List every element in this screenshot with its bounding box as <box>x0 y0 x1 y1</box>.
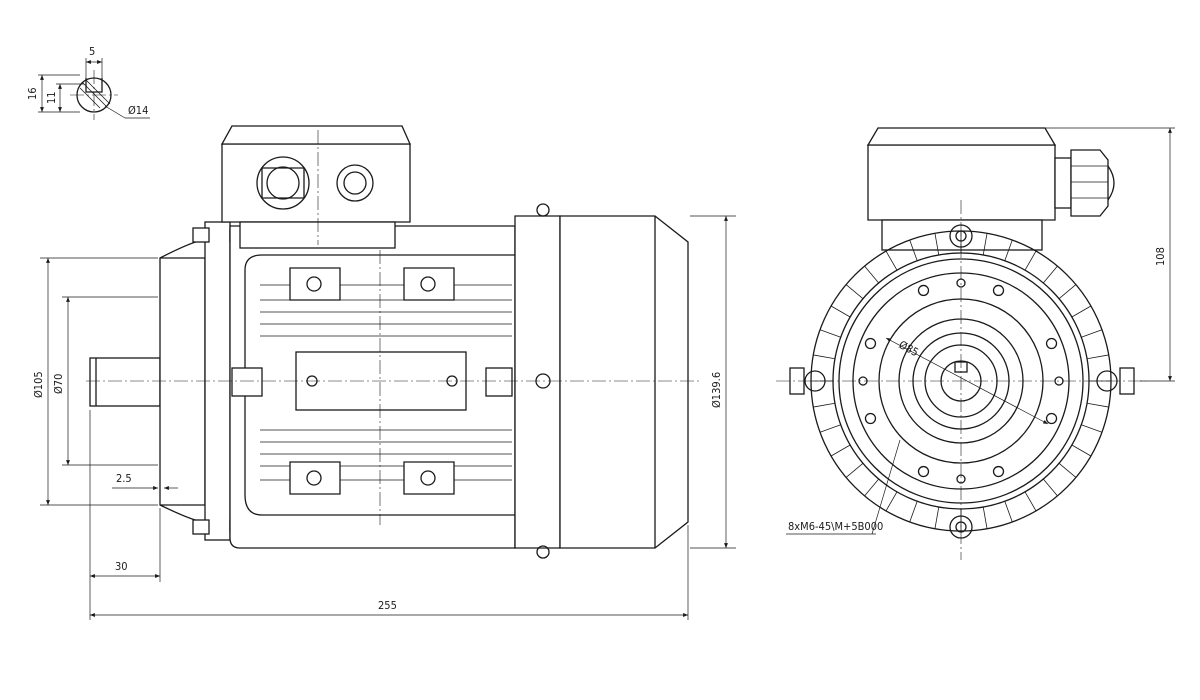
key-depth-label: 11 <box>45 91 58 104</box>
cooling-fin <box>934 233 940 256</box>
cooling-fin <box>864 265 880 284</box>
shaft-key-detail <box>38 58 150 120</box>
cooling-fin <box>1058 462 1077 478</box>
cooling-fin <box>1081 329 1103 338</box>
side-view-dimensions <box>40 215 736 620</box>
cooling-fin <box>845 462 864 478</box>
cooling-fin <box>1086 354 1109 360</box>
flange-diameter-label: Ø105 <box>32 371 45 398</box>
cooling-fin <box>813 354 836 360</box>
spigot-diameter-label: Ø70 <box>52 374 65 394</box>
motor-side-view <box>86 125 700 559</box>
cooling-fin <box>982 506 988 529</box>
bolt-hole <box>917 465 930 478</box>
overall-length-label: 255 <box>378 599 397 612</box>
cooling-fin <box>934 506 940 529</box>
spigot-depth-label: 2.5 <box>116 472 132 485</box>
bolt-hole <box>864 412 877 425</box>
cooling-fin <box>830 305 851 318</box>
front-view-dimensions <box>786 127 1175 535</box>
shaft-length-label: 30 <box>115 560 128 573</box>
cooling-fin <box>864 478 880 497</box>
cooling-fin <box>1058 284 1077 300</box>
bolt-hole <box>992 465 1005 478</box>
cooling-fin <box>982 233 988 256</box>
bolt-hole <box>992 284 1005 297</box>
cooling-fin <box>1086 402 1109 408</box>
bolt-hole <box>917 284 930 297</box>
cooling-fin <box>909 239 918 261</box>
cooling-fin <box>885 250 898 271</box>
cooling-fin <box>885 491 898 512</box>
motor-front-view <box>776 127 1146 560</box>
cooling-fin <box>909 501 918 523</box>
cooling-fin <box>1004 239 1013 261</box>
cooling-fin <box>830 444 851 457</box>
cooling-fin <box>1004 501 1013 523</box>
key-width-label: 5 <box>89 45 95 58</box>
cooling-fin <box>1024 250 1037 271</box>
cooling-fin <box>819 424 841 433</box>
shaft-diameter-label: Ø14 <box>128 104 148 117</box>
cooling-fin <box>1042 265 1058 284</box>
bolt-spec-label: 8xM6-45\M+5B000 <box>788 520 883 533</box>
cooling-fin <box>1081 424 1103 433</box>
shaft-height-label: 16 <box>26 87 39 100</box>
bolt-hole <box>864 337 877 350</box>
cooling-fin <box>1024 491 1037 512</box>
cooling-fin <box>1042 478 1058 497</box>
cooling-fin <box>813 402 836 408</box>
cooling-fin <box>1071 305 1092 318</box>
cooling-fin <box>845 284 864 300</box>
terminal-box-height-label: 108 <box>1154 247 1167 266</box>
cooling-fin <box>819 329 841 338</box>
body-diameter-label: Ø139.6 <box>710 372 723 408</box>
cooling-fin <box>1071 444 1092 457</box>
